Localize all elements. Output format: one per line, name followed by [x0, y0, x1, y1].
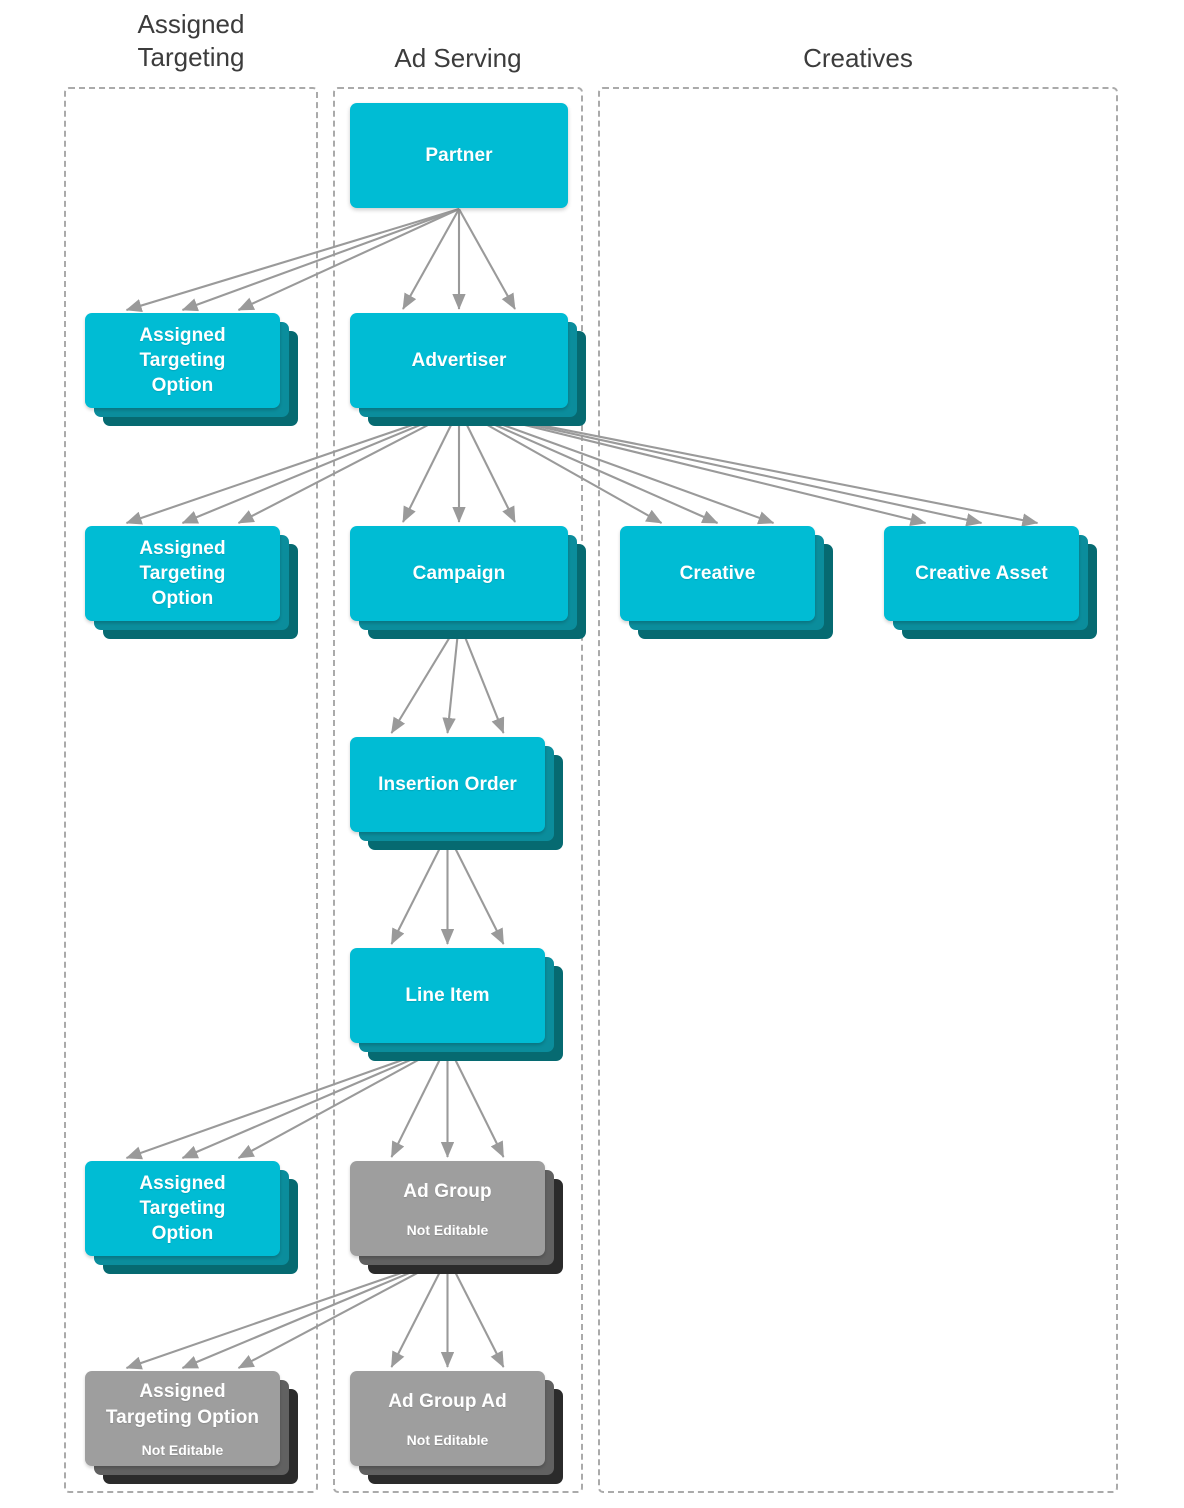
node-ad-group[interactable]: Ad Group Not Editable	[350, 1161, 563, 1274]
group-container-ad-serving	[333, 87, 583, 1493]
column-header-assigned-targeting: Assigned Targeting	[64, 8, 318, 74]
node-ad-group-ad-title: Ad Group Ad	[388, 1391, 507, 1413]
node-campaign-title: Campaign	[412, 562, 506, 584]
node-insertion-order-box: Insertion Order	[350, 737, 545, 832]
node-subtitle: Not Editable	[141, 1441, 224, 1458]
column-header-creatives: Creatives	[803, 43, 913, 73]
node-creative-title: Creative	[679, 562, 756, 584]
node-creative[interactable]: Creative	[620, 526, 833, 639]
column-header-ad-serving: Ad Serving	[394, 43, 522, 73]
node-advertiser-box: Advertiser	[350, 313, 568, 408]
column-header-line-1: Assigned	[137, 9, 245, 39]
group-container-assigned-targeting	[64, 87, 318, 1493]
node-line-item-box: Line Item	[350, 948, 545, 1043]
node-ad-group-box: Ad Group Not Editable	[350, 1161, 545, 1256]
node-ad-group-ad[interactable]: Ad Group Ad Not Editable	[350, 1371, 563, 1484]
node-partner-title: Partner	[425, 144, 493, 166]
group-container-creatives	[598, 87, 1118, 1493]
node-ad-group-ad-subtitle: Not Editable	[406, 1431, 489, 1448]
column-header-line-2: Targeting	[137, 41, 245, 72]
node-campaign-box: Campaign	[350, 526, 568, 621]
node-ad-group-subtitle: Not Editable	[406, 1221, 489, 1238]
node-advertiser-title: Advertiser	[411, 349, 507, 371]
node-ad-group-title: Ad Group	[403, 1181, 492, 1203]
node-advertiser[interactable]: Advertiser	[350, 313, 586, 426]
node-insertion-order[interactable]: Insertion Order	[350, 737, 563, 850]
node-partner[interactable]: Partner	[350, 103, 568, 208]
node-campaign[interactable]: Campaign	[350, 526, 586, 639]
node-creative-asset-title: Creative Asset	[915, 562, 1048, 584]
node-partner-box: Partner	[350, 103, 568, 208]
node-line-item[interactable]: Line Item	[350, 948, 563, 1061]
node-insertion-order-title: Insertion Order	[378, 773, 517, 795]
node-creative-box: Creative	[620, 526, 815, 621]
node-ad-group-ad-box: Ad Group Ad Not Editable	[350, 1371, 545, 1466]
node-creative-asset[interactable]: Creative Asset	[884, 526, 1097, 639]
node-creative-asset-box: Creative Asset	[884, 526, 1079, 621]
node-line-item-title: Line Item	[405, 984, 490, 1006]
